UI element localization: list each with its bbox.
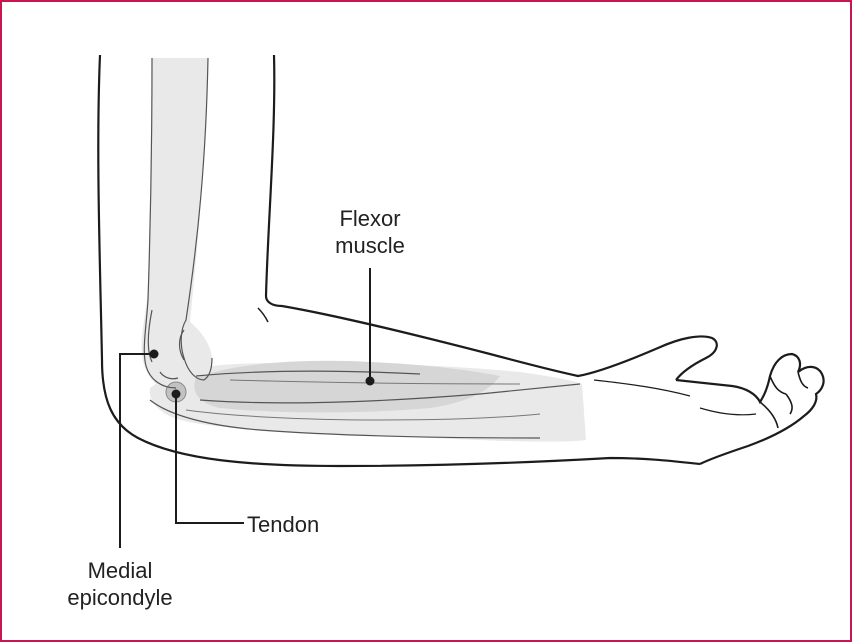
- flexor-muscle-label-line-2: muscle: [300, 232, 440, 259]
- tendon-label: Tendon: [247, 511, 319, 538]
- flexor-muscle-label-line-1: Flexor: [300, 205, 440, 232]
- tendon-leader-dot: [172, 390, 181, 399]
- medial-epicondyle-label-line-1: Medial: [50, 557, 190, 584]
- elbow-crease: [258, 308, 268, 322]
- medial-epicondyle-leader-dot: [150, 350, 159, 359]
- medial-epicondyle-leader-line: [120, 354, 154, 548]
- medial-epicondyle-label-line-2: epicondyle: [50, 584, 190, 611]
- flexor-muscle-label: Flexor muscle: [300, 205, 440, 259]
- flexor-leader-dot: [366, 377, 375, 386]
- medial-epicondyle-label: Medial epicondyle: [50, 557, 190, 611]
- hand-palm: [676, 354, 824, 464]
